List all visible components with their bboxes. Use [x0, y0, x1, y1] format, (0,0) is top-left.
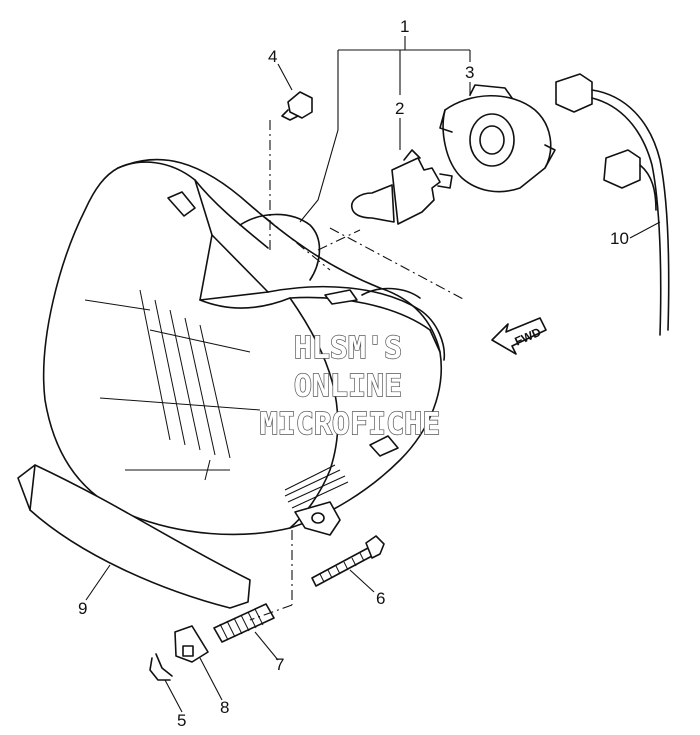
watermark-line-1: HLSM'S — [294, 331, 402, 366]
cotter-pin — [149, 653, 173, 681]
bulb-boot-cap — [439, 84, 556, 193]
adjusting-spring — [213, 603, 275, 643]
lens-texture — [84, 289, 261, 481]
callout-3: 3 — [465, 63, 474, 82]
callouts: 1 2 3 4 5 6 7 8 9 10 — [78, 17, 629, 730]
watermark: HLSM'S ONLINE MICROFICHE — [259, 330, 441, 442]
callout-10: 10 — [610, 229, 629, 248]
leader-lines — [85, 36, 661, 713]
retaining-clip — [281, 91, 313, 121]
mounting-hole — [311, 512, 325, 524]
forward-direction-arrow: FWD — [491, 317, 547, 355]
callout-9: 9 — [78, 599, 87, 618]
headlight-bulb — [350, 149, 453, 225]
watermark-line-2: ONLINE — [294, 369, 402, 404]
lower-trim-strip — [17, 464, 251, 609]
watermark-line-3: MICROFICHE — [260, 407, 441, 442]
callout-5: 5 — [177, 711, 186, 730]
callout-2: 2 — [395, 99, 404, 118]
mounting-ear — [294, 501, 341, 536]
housing-tab-top — [167, 191, 196, 217]
callout-7: 7 — [275, 655, 284, 674]
housing-tab-side — [369, 435, 399, 457]
housing-tab-middle — [324, 289, 358, 305]
connector-upper — [555, 73, 593, 113]
callout-6: 6 — [376, 589, 385, 608]
rear-hatch — [284, 464, 349, 509]
wiring-harness — [555, 73, 670, 336]
connector-lower — [603, 149, 641, 189]
headlight-housing — [42, 158, 446, 536]
callout-8: 8 — [220, 698, 229, 717]
adjusting-screw — [311, 535, 385, 587]
callout-1: 1 — [400, 17, 409, 36]
nut-clip — [174, 625, 209, 663]
callout-4: 4 — [268, 47, 277, 66]
